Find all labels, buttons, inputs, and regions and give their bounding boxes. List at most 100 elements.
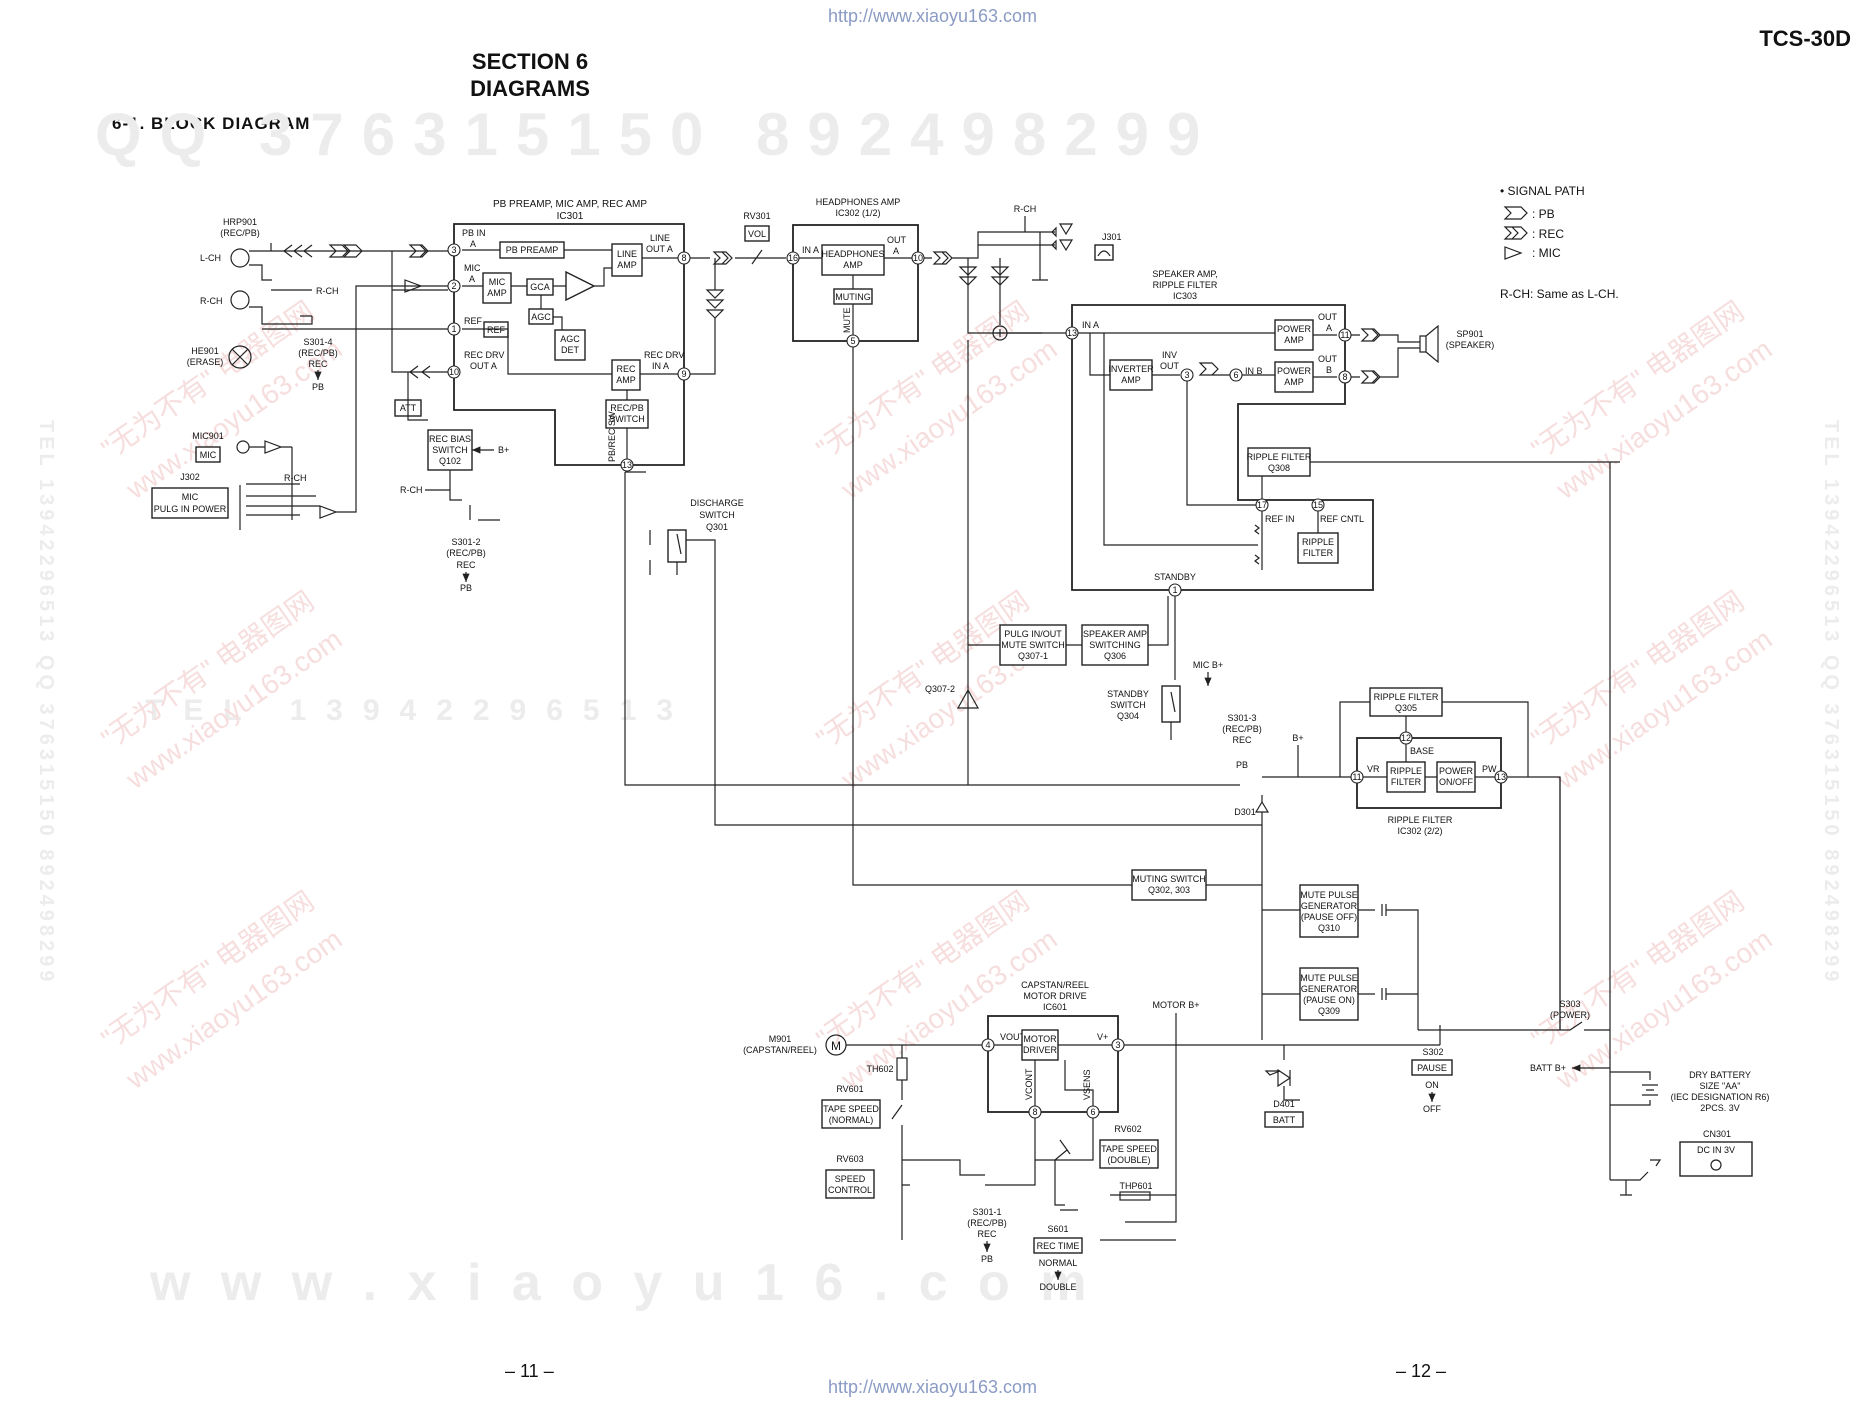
rec-drv-in-label: REC DRV [644, 350, 684, 360]
ripple-filter-q305-label-2: Q305 [1395, 703, 1417, 713]
rec-signal-chevrons [408, 244, 429, 258]
dc-polarity-icon [1710, 1159, 1722, 1171]
mpg310-label-3: (PAUSE OFF) [1301, 912, 1357, 922]
gca-label: GCA [530, 282, 550, 292]
muting-switch-label-1: MUTING SWITCH [1132, 874, 1206, 884]
ripple-ic302-label-2: FILTER [1391, 777, 1422, 787]
page-number-left: – 11 – [505, 1361, 554, 1381]
sp-amp-title-2: RIPPLE FILTER [1153, 280, 1218, 290]
pulg-mute-label-1: PULG IN/OUT [1004, 629, 1062, 639]
power-amp-a-label-2: AMP [1284, 335, 1304, 345]
ic303-pin-8: 8 [1342, 372, 1347, 382]
inverter-amp-label-2: AMP [1121, 375, 1141, 385]
rec-pb-switch-label-2: SWITCH [609, 414, 645, 424]
mpg309-label-4: Q309 [1318, 1006, 1340, 1016]
hrp901-label: HRP901 [223, 217, 257, 227]
s301-4-pb-label: PB [312, 382, 324, 392]
headphones-section: RV301 VOL HEADPHONES AMP IC302 (1/2) IN … [690, 197, 1122, 375]
ic601-outline [987, 1015, 1119, 1113]
mpg309-label-2: GENERATOR [1301, 984, 1358, 994]
cn301-label: CN301 [1703, 1129, 1731, 1139]
speed-control-label-1: SPEED [835, 1174, 866, 1184]
ic302-pin-5: 5 [850, 336, 855, 346]
speaker-feed-chevrons [958, 266, 1010, 286]
muting-switch-box [1131, 869, 1207, 901]
ripple-filter-box [1297, 532, 1339, 564]
agc-det-label-2: DET [561, 345, 580, 355]
thp601-thermistor-icon [1119, 1191, 1151, 1201]
vplus-label: V+ [1097, 1032, 1108, 1042]
section-name: DIAGRAMS [470, 76, 590, 101]
rec-bias-label-1: REC BIAS [429, 434, 471, 444]
mic-in-label: MIC [464, 263, 481, 273]
agc-det-box [554, 329, 586, 361]
mic-box-label: MIC [200, 450, 217, 460]
out-b-label-1: OUT [1318, 354, 1338, 364]
footer-url[interactable]: http://www.xiaoyu163.com [827, 1377, 1038, 1397]
rec-bias-label-3: Q102 [439, 456, 461, 466]
line-amp-label-1: LINE [617, 249, 637, 259]
diagram-subtitle: 6-1. BLOCK DIAGRAM [112, 114, 311, 133]
motor-m-label: M [831, 1039, 841, 1053]
head-wiring [249, 243, 448, 373]
tape-normal-label-2: (NORMAL) [829, 1115, 874, 1125]
mpg310-label-2: GENERATOR [1301, 901, 1358, 911]
gca-box [526, 278, 554, 296]
mic-amp-box [482, 272, 512, 304]
legend-mic: : MIC [1532, 246, 1561, 260]
dry-battery-label-4: 2PCS. 3V [1700, 1103, 1740, 1113]
ripple-filter-label-1: RIPPLE [1302, 537, 1334, 547]
s301-2-switch-wiring [425, 489, 500, 521]
line-out-a-label: OUT A [646, 244, 673, 254]
pause-on-label: ON [1425, 1080, 1439, 1090]
ic303-pin-11: 11 [1340, 330, 1349, 340]
ref-cntl-label: REF CNTL [1320, 514, 1364, 524]
ic601-block: CAPSTAN/REEL MOTOR DRIVE IC601 VOUT V+ M… [743, 980, 1440, 1292]
rec-time-double-label: DOUBLE [1039, 1282, 1076, 1292]
s301-2-label: S301-2 [451, 537, 480, 547]
ripple-ic302-label-1: RIPPLE [1390, 766, 1422, 776]
ic302-1-2-label: IC302 (1/2) [835, 208, 880, 218]
s301-2-rec-label: REC [456, 560, 476, 570]
ic301-internal-wiring [462, 249, 680, 465]
pause-box [1411, 1059, 1453, 1076]
ic303-pin-3: 3 [1184, 370, 1189, 380]
rch-label-2: R-CH [316, 286, 339, 296]
hp-in-a-label: IN A [802, 245, 819, 255]
gca-amp-triangle [565, 270, 596, 302]
vr-label: VR [1367, 764, 1380, 774]
j301-label: J301 [1102, 232, 1122, 242]
ic301-pin-2: 2 [451, 281, 456, 291]
vol-wiring [690, 249, 786, 265]
m901-sub-label: (CAPSTAN/REEL) [743, 1045, 817, 1055]
ic601-pin-4: 4 [985, 1040, 990, 1050]
header-url[interactable]: http://www.xiaoyu163.com [827, 6, 1038, 26]
mic-pulg-label-1: MIC [182, 492, 199, 502]
batt-box [1264, 1111, 1304, 1128]
pw-label: PW [1482, 764, 1497, 774]
tape-speed-normal-box [821, 1099, 881, 1129]
standby-sw-label-3: Q304 [1117, 711, 1139, 721]
erase-head-icon [228, 345, 252, 369]
section-title: SECTION 6 DIAGRAMS [440, 48, 620, 102]
tape-double-label-1: TAPE SPEED [1101, 1144, 1157, 1154]
mic-arrow-icon [1504, 246, 1523, 260]
model-number: TCS-30D [1759, 26, 1851, 51]
headphone-output-wiring [924, 231, 1055, 265]
he901-label: HE901 [191, 346, 219, 356]
ic301-pin-9: 9 [681, 369, 686, 379]
ic303-pin-13: 13 [1067, 328, 1077, 338]
vol-box [744, 225, 770, 242]
power-amp-a-label-1: POWER [1277, 324, 1312, 334]
ic303-internal-wiring [1078, 332, 1337, 546]
hrp901-sub-label: (REC/PB) [220, 228, 260, 238]
mpg309-label-3: (PAUSE ON) [1303, 995, 1355, 1005]
mute-switch-wiring [956, 340, 1176, 785]
vcont-label: VCONT [1024, 1068, 1034, 1100]
ref-box-label: REF [487, 325, 506, 335]
pulg-mute-label-3: Q307-1 [1018, 651, 1048, 661]
ic301-pin-3: 3 [451, 245, 456, 255]
capstan-title-2: MOTOR DRIVE [1023, 991, 1086, 1001]
mic-pulg-in-power-box [151, 487, 229, 519]
ic302-pin-11: 11 [1352, 772, 1361, 782]
